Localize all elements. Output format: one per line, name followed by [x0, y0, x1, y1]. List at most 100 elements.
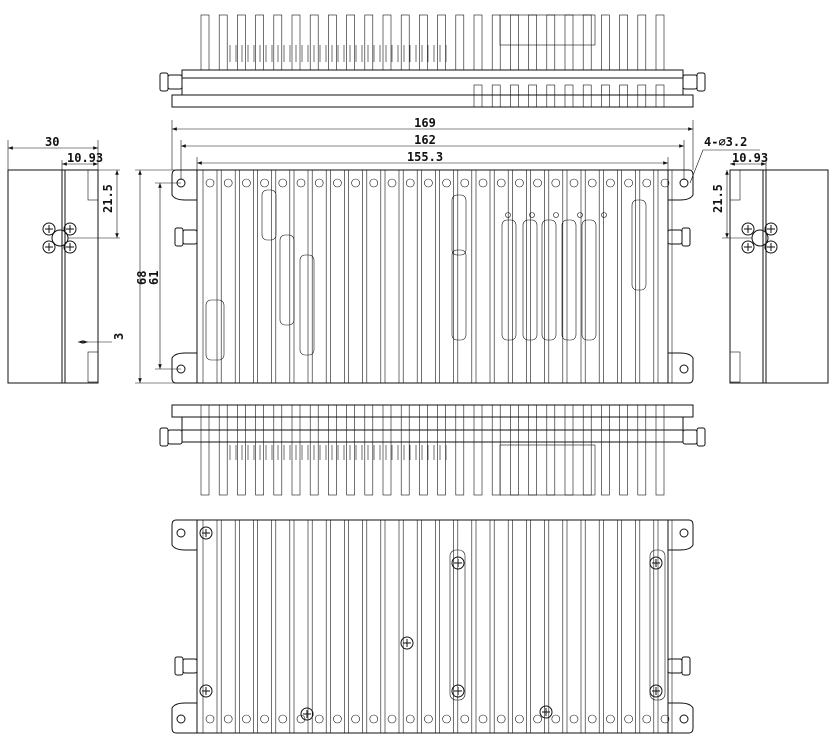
side-body: [729, 169, 829, 384]
slot: [205, 299, 225, 361]
dim-10-93-left: 10.93: [67, 151, 103, 165]
dim-169: 169: [414, 116, 436, 130]
top-elevation-view: [159, 14, 706, 108]
mount-hole: [679, 528, 689, 538]
dim-155-3: 155.3: [407, 150, 443, 164]
fin: [309, 404, 319, 496]
connector-nut: [696, 427, 706, 447]
flange-br: [668, 352, 694, 384]
connector-nut: [174, 227, 184, 247]
screw-icon: [451, 556, 465, 570]
fin: [346, 14, 355, 71]
fin: [346, 404, 355, 496]
fin: [619, 404, 628, 496]
fin-hole: [551, 714, 561, 724]
fin-hole: [660, 714, 670, 724]
dim-30: 30: [45, 135, 59, 149]
fin-hole: [205, 714, 215, 724]
fin: [400, 404, 410, 496]
fin-hole: [533, 178, 542, 188]
screw-icon: [764, 240, 778, 254]
slot: [541, 219, 557, 341]
fin-stub: [729, 351, 741, 383]
dim-68: 68: [135, 271, 149, 285]
fin: [510, 14, 519, 71]
fin: [273, 404, 283, 496]
connector-port: [51, 229, 69, 247]
fin: [382, 14, 392, 71]
fin-hole: [424, 714, 433, 724]
fin: [564, 404, 574, 496]
fin-hole: [642, 178, 652, 188]
slot: [522, 219, 538, 341]
fin: [546, 14, 556, 71]
dim-21-5-right: 21.5: [711, 184, 725, 213]
leader: [689, 149, 704, 184]
flange-tr: [668, 519, 694, 551]
fin-hole: [587, 178, 597, 188]
slot: [581, 219, 597, 341]
mount-hole: [679, 714, 689, 724]
fin-hole: [351, 714, 360, 724]
screw-icon: [764, 222, 778, 236]
connector-icon: [682, 74, 698, 90]
screw-icon: [199, 526, 213, 540]
fin-hole: [642, 714, 652, 724]
body: [196, 169, 669, 384]
fin: [255, 404, 264, 496]
fin-hole: [369, 178, 379, 188]
flange-bl: [171, 702, 197, 734]
screw-icon: [649, 556, 663, 570]
screw-icon: [42, 222, 56, 236]
fin: [637, 404, 647, 496]
dim-holes: 4-⌀3.2: [704, 135, 747, 149]
fin-lower: [510, 84, 519, 108]
fin-hole: [551, 178, 561, 188]
fin-hole: [242, 714, 251, 724]
fin-hole: [369, 714, 379, 724]
fin-hole: [278, 178, 288, 188]
fin: [491, 404, 501, 496]
slot: [631, 199, 647, 291]
fin-lower: [637, 84, 647, 108]
connector-icon: [182, 658, 198, 674]
fin: [328, 404, 337, 496]
fin-lower: [655, 84, 665, 108]
connector-icon: [167, 74, 183, 90]
screw-icon: [63, 222, 77, 236]
fin-lower: [528, 84, 537, 108]
fin-hole: [442, 714, 451, 724]
fin: [546, 404, 556, 496]
fin: [582, 404, 592, 496]
fin-hole: [333, 178, 342, 188]
fin-hole: [387, 714, 397, 724]
fin-hole: [496, 178, 506, 188]
connector-nut: [174, 656, 184, 676]
body: [196, 519, 669, 734]
small-hole: [505, 212, 511, 218]
fin-lower: [546, 84, 556, 108]
fin-hole: [223, 178, 233, 188]
fin: [419, 404, 428, 496]
fin-hole: [351, 178, 360, 188]
fin-lower: [601, 84, 610, 108]
fin: [582, 14, 592, 71]
fin: [218, 14, 228, 71]
fin-hole: [587, 714, 597, 724]
fin-hole: [314, 178, 324, 188]
right-side-view: [729, 169, 829, 384]
fin: [473, 14, 483, 71]
front-view: [171, 169, 694, 384]
connector-nut: [681, 656, 691, 676]
connector-icon: [667, 229, 683, 245]
slot: [561, 219, 577, 341]
fin: [473, 404, 483, 496]
fin-hole: [387, 178, 397, 188]
fin-lower: [491, 84, 501, 108]
fin-hole: [478, 178, 488, 188]
fin-hole: [624, 714, 633, 724]
fin: [637, 14, 647, 71]
connector-nut: [681, 227, 691, 247]
fin-hole: [496, 714, 506, 724]
